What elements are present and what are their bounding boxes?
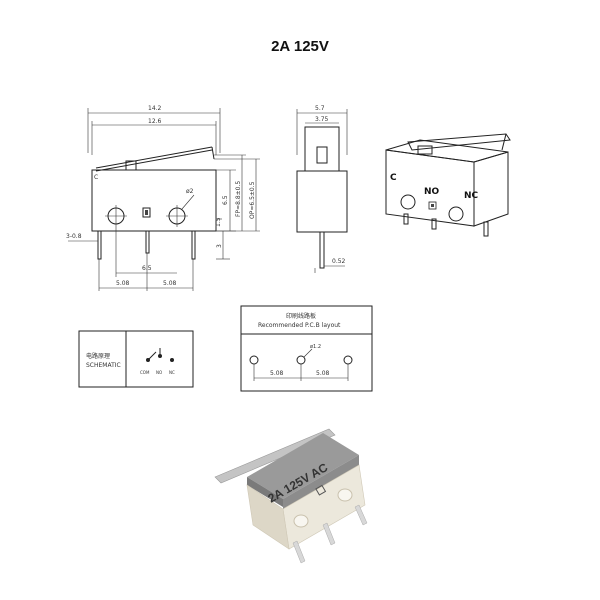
schematic-title-cn: 电路原理 (86, 352, 110, 360)
schematic-box: 电路原理 SCHEMATIC COM NO NC (78, 330, 194, 388)
pcb-pitch-a: 5.08 (270, 370, 284, 377)
label-c: C (390, 173, 397, 183)
dim-side-width-outer: 5.7 (315, 105, 325, 112)
dim-pin-pitch-a: 5.08 (116, 280, 130, 287)
schematic-terminal-no: NO (156, 370, 162, 375)
dim-pin-pitch-b: 5.08 (163, 280, 177, 287)
pcb-title-cn: 印刷线路板 (286, 312, 316, 320)
schematic-terminal-nc: NC (169, 370, 175, 375)
isometric-view-drawing: C NO NC (385, 133, 511, 237)
dim-pin-offset: 3-0.8 (66, 233, 82, 240)
pcb-pitch-b: 5.08 (316, 370, 330, 377)
label-no: NO (424, 187, 440, 197)
dim-hole-dia: ø2 (186, 188, 194, 195)
pcb-hole: ø1.2 (310, 344, 321, 350)
svg-text:C: C (94, 174, 98, 181)
schematic-terminal-com: COM (140, 370, 150, 375)
dim-height-c: 3 (216, 244, 223, 248)
page-title: 2A 125V (271, 38, 329, 55)
dim-free-position: FP≈8.8±0.5 (235, 181, 242, 217)
label-nc: NC (464, 191, 479, 201)
pcb-title-en: Recommended P.C.B layout (258, 322, 341, 329)
dim-height-a: 6.5 (222, 195, 229, 205)
dim-overall-width: 14.2 (148, 105, 162, 112)
pcb-layout-box: 印刷线路板 Recommended P.C.B layout ø1.2 5.08… (240, 305, 373, 392)
dim-height-b: 1.5 (215, 217, 222, 227)
dim-body-width: 12.6 (148, 118, 162, 125)
schematic-title-en: SCHEMATIC (86, 362, 121, 369)
dim-pin-thickness: 0.52 (332, 258, 346, 265)
product-photo: 2A 125V AC (214, 428, 368, 564)
front-view-drawing: 14.2 12.6 C ø2 3-0.8 6.5 5.08 5.08 6.5 1… (66, 105, 260, 291)
side-view-drawing: 5.7 3.75 0.52 (296, 105, 348, 273)
dim-operate-position: OP≈6.5±0.5 (249, 181, 256, 219)
dim-side-width-inner: 3.75 (315, 116, 329, 123)
